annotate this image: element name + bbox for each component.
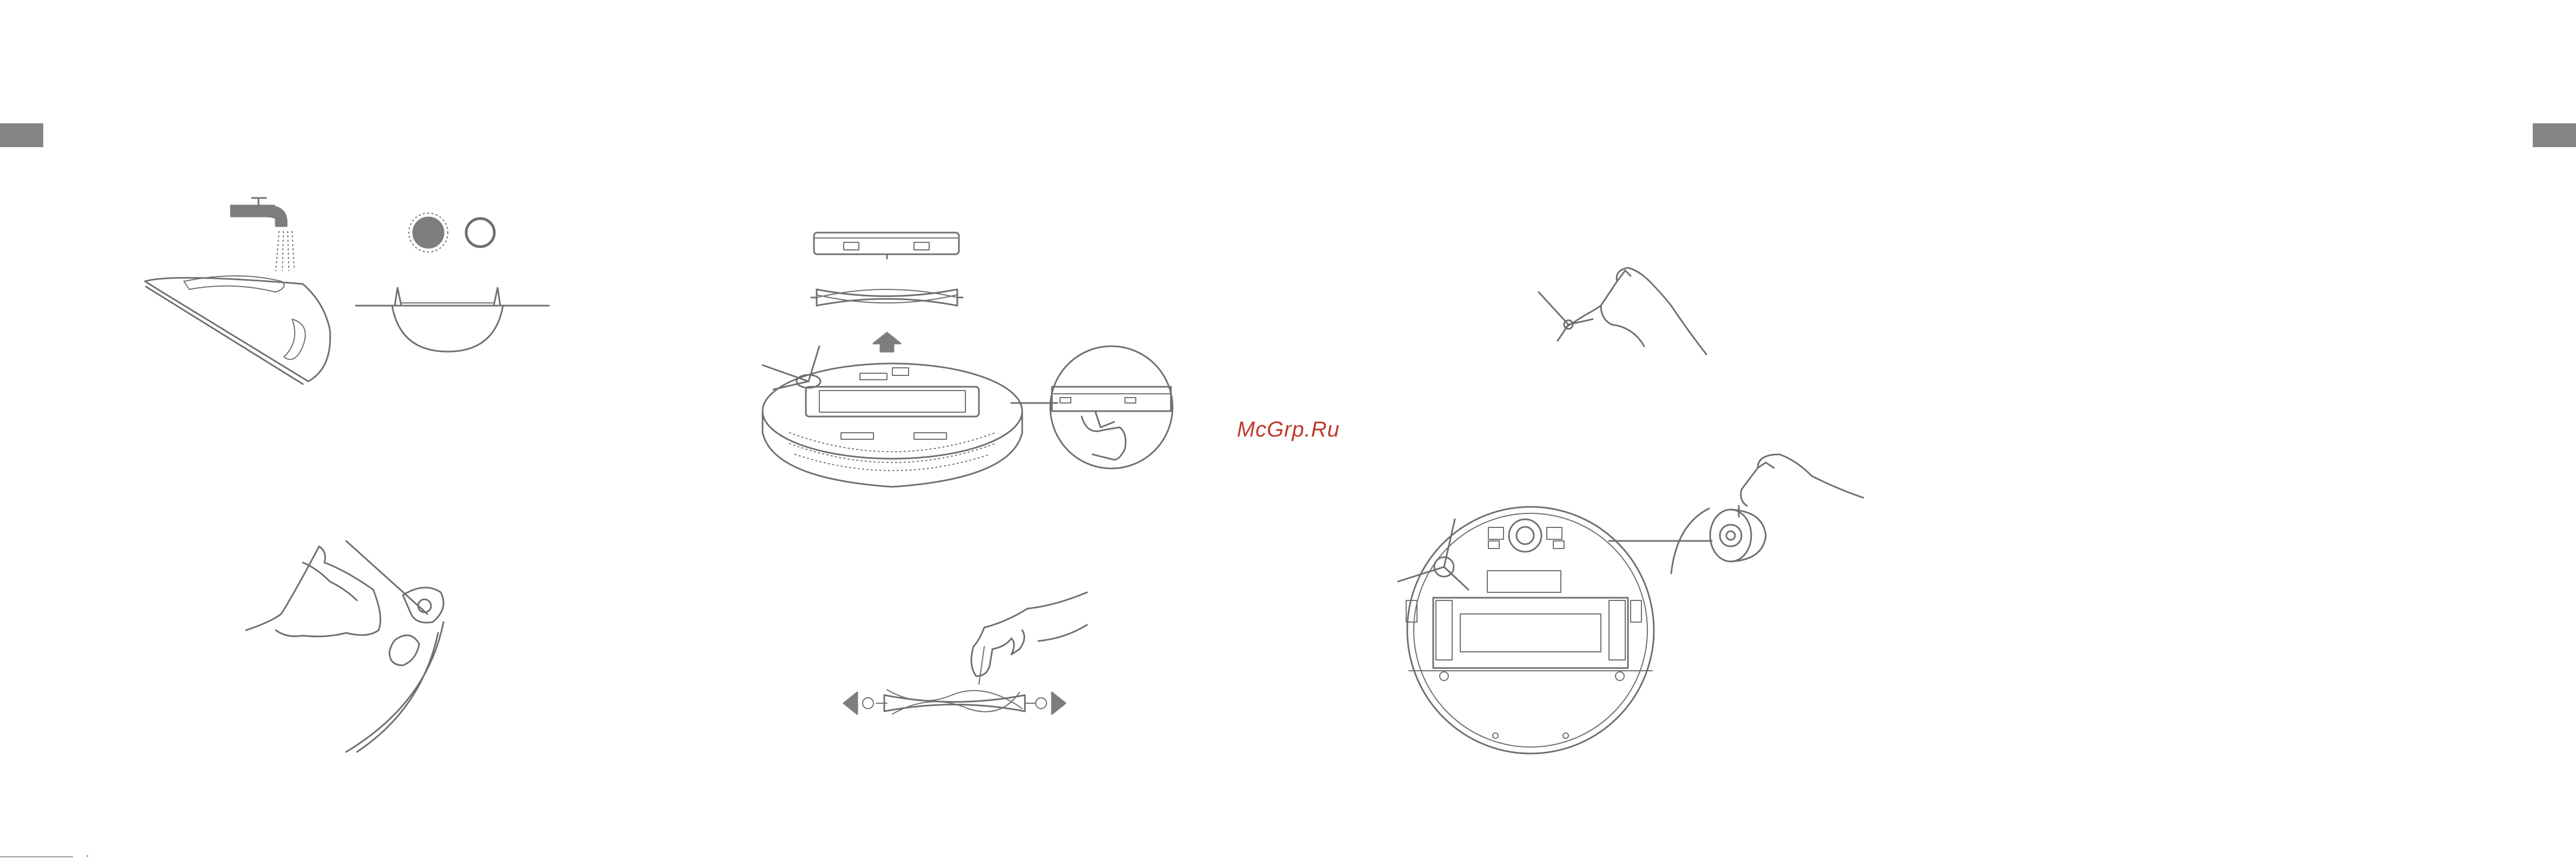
circle-filled-and-outline-icons — [409, 213, 494, 252]
robot-bottom-icon — [1398, 507, 1654, 754]
up-arrow-icon — [873, 333, 900, 352]
brush-roll-pull-icon — [844, 690, 1065, 714]
brush-latch-zoom-icon — [1050, 346, 1173, 468]
main-brush-frame-icon — [814, 233, 959, 259]
footer-rule — [0, 856, 73, 857]
watermark-text: McGrp.Ru — [1237, 418, 1340, 442]
mop-pad-icon — [145, 276, 330, 384]
footer-dot — [87, 855, 88, 857]
mop-velcro-icon — [356, 288, 549, 352]
wheel-icon — [1609, 454, 1863, 573]
hand-hair-removal-icon — [971, 592, 1087, 684]
hand-cleaning-caster-icon — [246, 541, 443, 752]
robot-underside-icon — [763, 346, 1057, 487]
brush-roll-icon — [811, 289, 963, 306]
faucet-icon — [231, 198, 294, 270]
side-brush-icon — [1539, 268, 1706, 354]
